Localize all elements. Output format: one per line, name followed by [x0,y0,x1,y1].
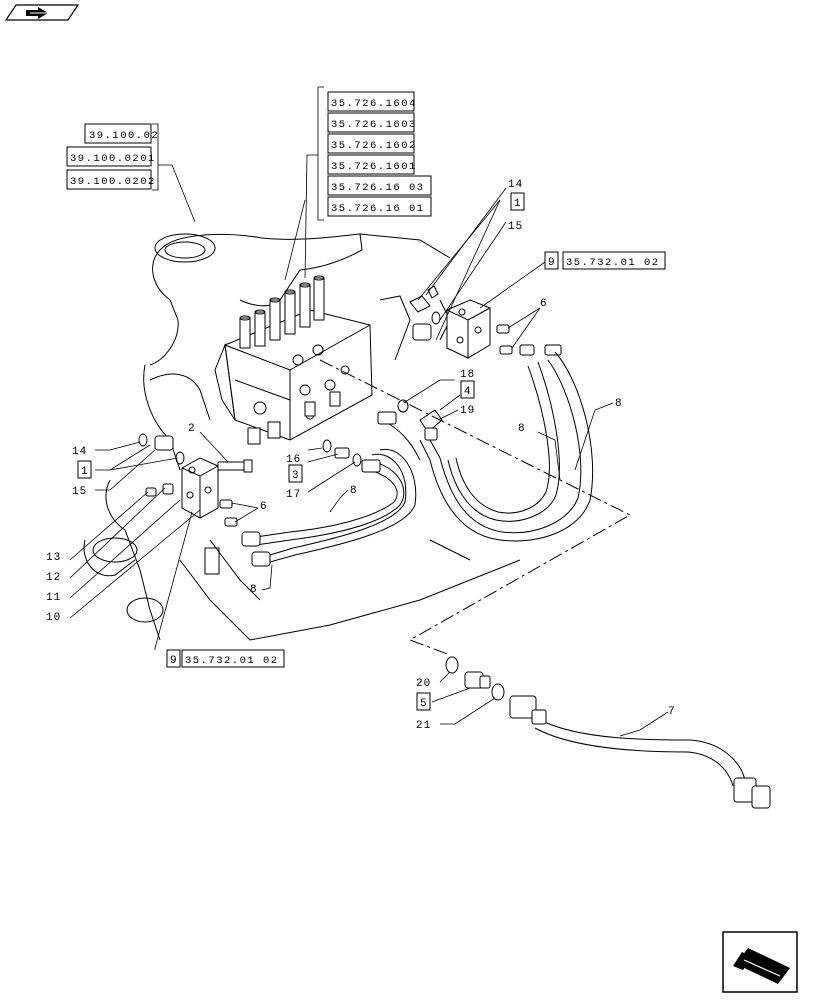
ref-39-100-02[interactable]: 39.100.02 [89,130,159,142]
label-8-low: 8 [250,584,258,596]
hose-loop-right [419,351,594,542]
next-page-arrow-icon[interactable] [722,931,798,993]
ref-group-b: 35.726.1604 35.726.1603 35.726.1602 35.7… [327,91,432,217]
label-17: 17 [286,489,301,501]
label-6-right: 6 [540,298,548,310]
adapter-fittings [496,324,562,356]
label-20: 20 [416,678,431,690]
ref-35-726-1601[interactable]: 35.726.1601 [331,161,417,173]
control-valve-bank [214,275,373,445]
routing-line [319,359,632,656]
ref-9-bottom: 9 35.732.01 02 [166,649,285,668]
box-label-1-top: 1 [514,198,522,210]
ref-35-726-16-01[interactable]: 35.726.16 01 [331,203,425,215]
ref-35-732-01-02-top[interactable]: 35.732.01 02 [566,257,660,269]
box-label-1-left: 1 [81,466,89,478]
label-6-left: 6 [260,501,268,513]
loader-frame [83,233,521,641]
label-16: 16 [286,454,301,466]
hose-7-adapter [445,656,505,701]
label-14-left: 14 [72,446,87,458]
ref-35-726-1604[interactable]: 35.726.1604 [331,98,417,110]
ref-group-a: 39.100.02 39.100.0201 39.100.0202 [66,123,159,190]
hose-pair-center [241,411,421,567]
label-14-top: 14 [508,179,523,191]
label-8-center: 8 [350,485,358,497]
diverter-block-left [181,457,219,519]
ref-35-726-1603[interactable]: 35.726.1603 [331,119,417,131]
box-label-9-bottom: 9 [170,655,178,667]
label-13: 13 [46,552,61,564]
center-elbow [397,399,443,441]
label-21: 21 [416,720,431,732]
label-19: 19 [460,405,475,417]
book-arrow-icon[interactable] [4,4,80,21]
label-7: 7 [668,706,676,718]
ref-9-top: 9 35.732.01 02 [544,251,666,270]
elbow-fitting [409,285,441,341]
label-18: 18 [460,369,475,381]
left-fittings [138,433,253,527]
ref-35-726-1602[interactable]: 35.726.1602 [331,140,417,152]
hose-7 [509,695,771,809]
ref-39-100-0201[interactable]: 39.100.0201 [70,153,156,165]
valve-spool [239,275,325,349]
box-label-9-top: 9 [548,257,556,269]
ref-35-726-16-03[interactable]: 35.726.16 03 [331,182,425,194]
label-2: 2 [188,423,196,435]
ref-35-732-01-02-bottom[interactable]: 35.732.01 02 [185,655,279,667]
box-label-4: 4 [464,386,472,398]
label-8-right: 8 [615,398,623,410]
label-8-mid: 8 [518,423,526,435]
label-12: 12 [46,572,61,584]
o-ring-seals [322,439,362,467]
box-label-5: 5 [420,698,428,710]
label-15-left: 15 [72,486,87,498]
label-15-top: 15 [508,221,523,233]
ref-39-100-0202[interactable]: 39.100.0202 [70,176,156,188]
box-label-3: 3 [292,470,300,482]
label-11: 11 [46,592,61,604]
label-10: 10 [46,612,61,624]
diverter-block-top [446,299,491,359]
leader-lines [69,86,669,737]
